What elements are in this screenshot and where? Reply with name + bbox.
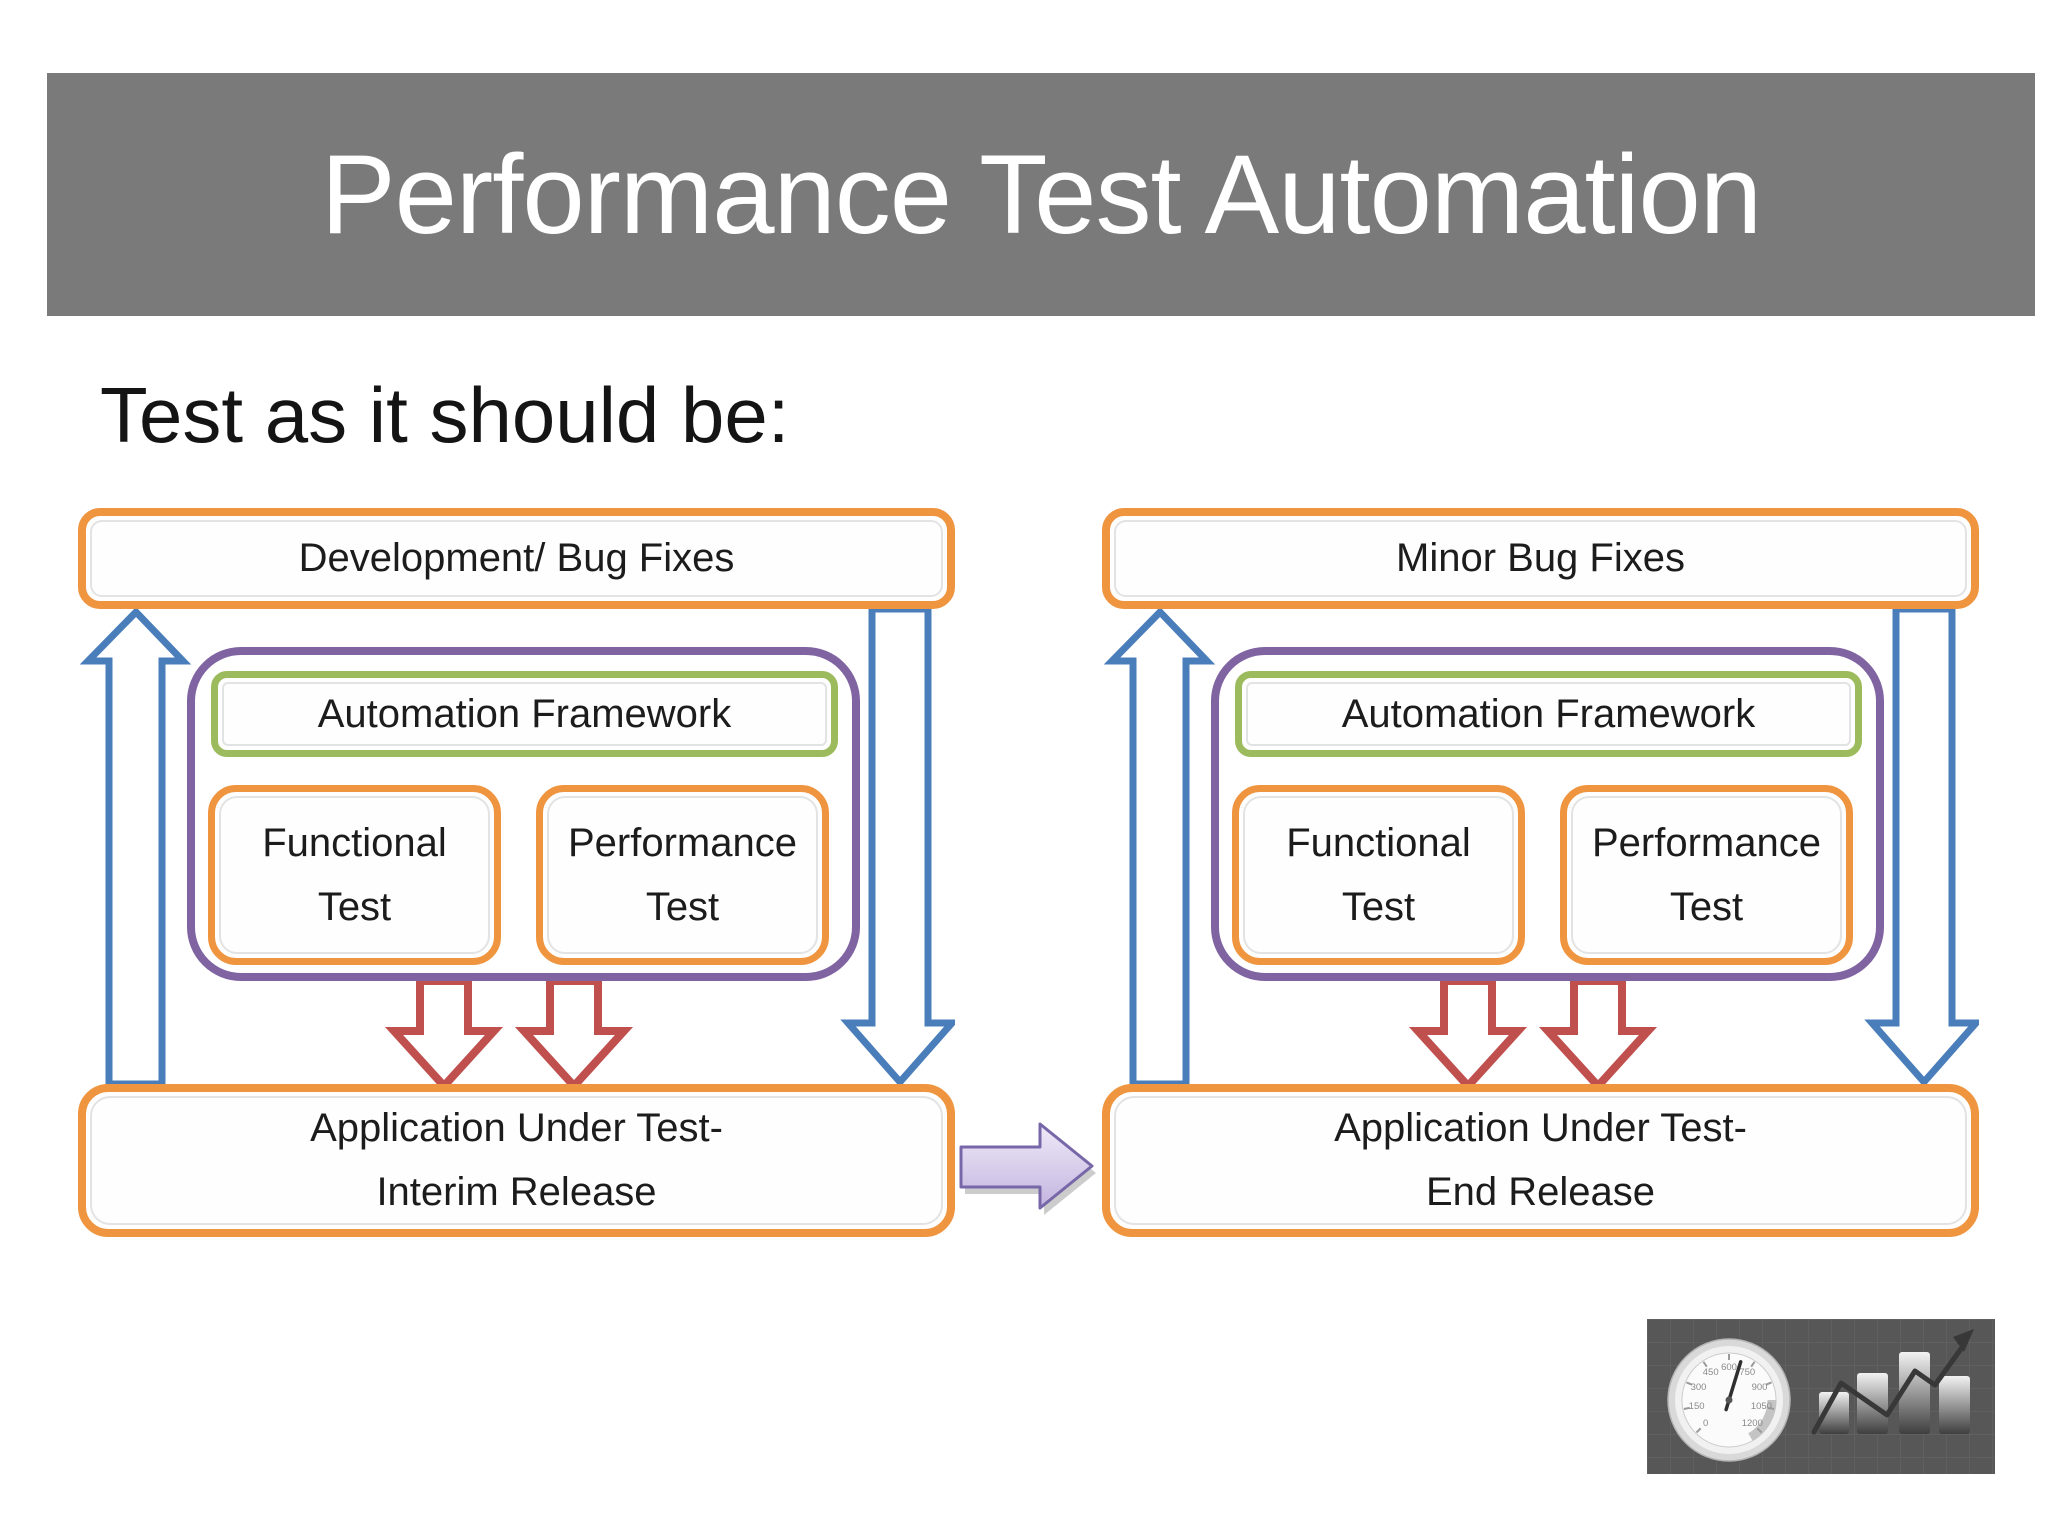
box-label: Test [1669, 884, 1744, 929]
box-label: Test [317, 884, 392, 929]
box-label: Test [1341, 884, 1416, 929]
application-under-test-interim-box: Application Under Test- Interim Release [78, 1084, 955, 1237]
minor-bug-fixes-box: Minor Bug Fixes [1102, 508, 1979, 609]
up-arrow-icon [79, 606, 192, 1088]
box-label: Test [645, 884, 720, 929]
red-down-arrow-icon [514, 977, 634, 1092]
slide-title: Performance Test Automation [320, 132, 1762, 257]
gauge-label: 1050 [1751, 1401, 1772, 1412]
slide-subtitle: Test as it should be: [100, 371, 790, 459]
transfer-arrow-icon [959, 1122, 1096, 1215]
title-banner: Performance Test Automation [47, 73, 2035, 316]
box-label: Automation Framework [317, 691, 732, 736]
application-under-test-end-box: Application Under Test- End Release [1102, 1084, 1979, 1237]
box-label: Interim Release [376, 1170, 657, 1214]
box-label: Automation Framework [1341, 691, 1756, 736]
box-label: Performance [1592, 820, 1821, 865]
red-down-arrow-icon [1408, 977, 1528, 1092]
automation-framework-box: Automation Framework [1235, 671, 1862, 757]
gauge-label: 300 [1691, 1382, 1707, 1393]
gauge-label: 900 [1752, 1382, 1768, 1393]
gauge-label: 600 [1721, 1362, 1737, 1373]
cycle-arrows [1103, 605, 1979, 1092]
test-container-frame [187, 647, 860, 981]
up-arrow-icon [1103, 606, 1216, 1088]
box-label: Application Under Test- [1334, 1106, 1747, 1150]
performance-logo: 0 150 300 450 600 750 900 1050 1200 [1647, 1319, 1995, 1474]
trend-line-icon [1811, 1329, 1974, 1435]
cycle-arrows [79, 605, 955, 1092]
functional-test-box: Functional Test [208, 785, 501, 965]
red-down-arrow-icon [384, 977, 504, 1092]
down-arrow-icon [1864, 605, 1979, 1088]
gauge-label: 0 [1703, 1418, 1708, 1429]
development-bug-fixes-box: Development/ Bug Fixes [78, 508, 955, 609]
bar-chart-icon [1819, 1352, 1970, 1434]
box-label: Minor Bug Fixes [1396, 536, 1685, 580]
box-label: End Release [1425, 1170, 1656, 1214]
performance-test-box: Performance Test [536, 785, 829, 965]
interim-release-cycle-group: Development/ Bug Fixes Automation Framew… [78, 508, 955, 1237]
gauge-label: 150 [1689, 1401, 1705, 1412]
box-label: Application Under Test- [310, 1106, 723, 1150]
box-label: Development/ Bug Fixes [298, 536, 735, 580]
gauge-label: 450 [1703, 1367, 1719, 1378]
gauge-label: 1200 [1742, 1418, 1763, 1429]
functional-test-box: Functional Test [1232, 785, 1525, 965]
gauge-label: 750 [1739, 1367, 1755, 1378]
test-container-frame [1211, 647, 1884, 981]
gauge-icon: 0 150 300 450 600 750 900 1050 1200 [1667, 1338, 1791, 1462]
box-label: Functional [1286, 820, 1471, 865]
down-arrow-icon [840, 605, 955, 1088]
automation-framework-box: Automation Framework [211, 671, 838, 757]
box-label: Functional [262, 820, 447, 865]
performance-test-box: Performance Test [1560, 785, 1853, 965]
red-down-arrow-icon [1538, 977, 1658, 1092]
box-label: Performance [568, 820, 797, 865]
end-release-cycle-group: Minor Bug Fixes Automation Framework Fun… [1102, 508, 1979, 1237]
